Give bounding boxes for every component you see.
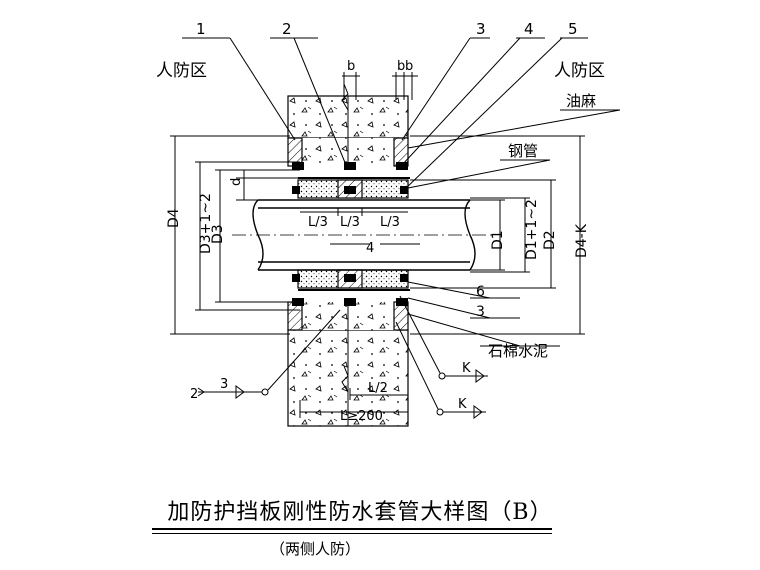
dim-D3-plus: D3+1~2 [198, 193, 214, 254]
weld-symbol-left [197, 309, 341, 399]
weld-k-1: K [462, 361, 471, 376]
callout-2: 2 [282, 20, 292, 38]
dim-D4-K: D4-K [574, 223, 590, 258]
wall-upper [287, 95, 409, 166]
dim-D1-plus: D1+1~2 [524, 199, 540, 260]
dim-D3: D3 [210, 224, 226, 244]
weld-symbol-right-2 [395, 321, 486, 419]
left-dimensions [170, 135, 300, 335]
callout-5: 5 [568, 20, 578, 38]
callout-leaders [182, 37, 621, 347]
dim-L3-b: L/3 [340, 215, 360, 230]
dim-D2: D2 [542, 230, 558, 250]
callout-3-lower: 3 [476, 304, 485, 320]
dim-D1: D1 [490, 230, 506, 250]
dim-L2: L/2 [368, 381, 388, 396]
callout-4-mid: 4 [366, 241, 374, 256]
drawing-title: 加防护挡板刚性防水套管大样图（B） [167, 500, 553, 525]
callout-3: 3 [476, 20, 486, 38]
dim-b-3: b [405, 59, 413, 74]
title-underline-thick [152, 528, 552, 530]
dim-d: d [229, 178, 244, 186]
dim-b-2: b [397, 59, 405, 74]
break-mark-top [341, 83, 349, 111]
callout-4: 4 [524, 20, 534, 38]
dim-b-1: b [347, 59, 355, 74]
dim-L200: L≥200 [340, 409, 383, 424]
label-asbestos-cement: 石棉水泥 [488, 342, 548, 360]
label-civil-left: 人防区 [156, 61, 207, 81]
dim-L3-a: L/3 [308, 215, 328, 230]
weld-symbol-right-1 [399, 295, 488, 383]
weld-number: 2 [190, 387, 198, 402]
dim-L3-c: L/3 [380, 215, 400, 230]
callout-1: 1 [196, 20, 206, 38]
steel-pipe [232, 199, 492, 271]
callout-6: 6 [476, 284, 485, 300]
casing-sleeve [297, 177, 410, 291]
dim-D4: D4 [166, 208, 182, 228]
break-mark-bottom [341, 365, 349, 393]
b-dimensions [342, 72, 418, 100]
label-civil-right: 人防区 [554, 61, 605, 81]
drawing-subtitle: （两侧人防） [270, 540, 361, 558]
wall-lower [287, 302, 409, 427]
title-block: 加防护挡板刚性防水套管大样图（B） [150, 494, 570, 526]
weld-size: 3 [220, 377, 228, 392]
right-dimensions [410, 135, 585, 335]
label-oil-hemp: 油麻 [566, 92, 596, 110]
title-underline-thin [152, 533, 552, 534]
weld-k-2: K [458, 397, 467, 412]
bottom-dimensions [299, 208, 420, 418]
label-steel-pipe: 钢管 [508, 142, 538, 160]
